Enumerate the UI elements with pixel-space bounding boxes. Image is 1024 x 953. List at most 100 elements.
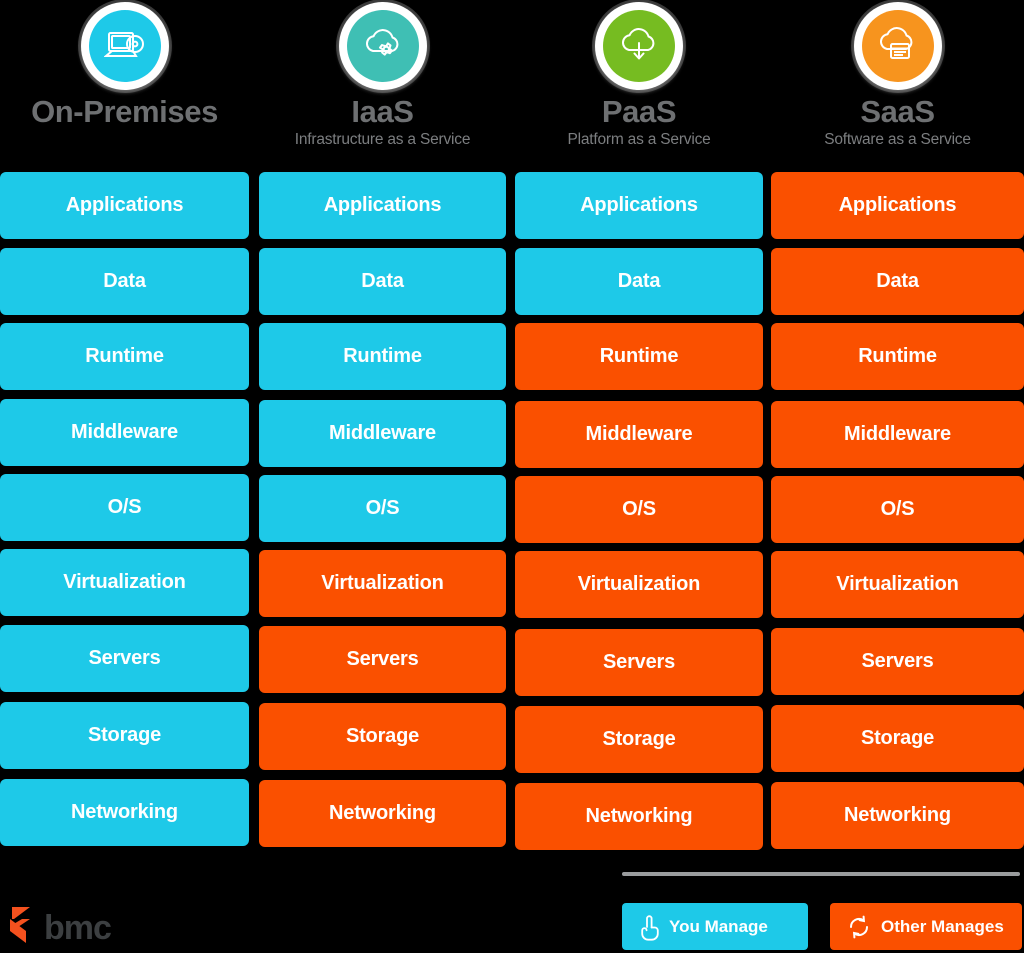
cell-label: O/S xyxy=(880,498,915,520)
cell-on-premises-data: Data xyxy=(0,248,249,315)
cell-label: Networking xyxy=(844,804,951,826)
cloud-gear-icon xyxy=(346,10,419,82)
cell-label: Runtime xyxy=(85,345,164,367)
cell-iaas-virtualization: Virtualization xyxy=(259,550,506,617)
cell-label: Storage xyxy=(602,728,676,750)
hand-pointer-icon xyxy=(638,913,660,941)
bmc-logo: bmc xyxy=(8,905,112,950)
cloud-download-icon xyxy=(603,10,675,82)
cell-on-premises-o-s: O/S xyxy=(0,474,249,541)
bmc-logo-icon xyxy=(8,905,38,950)
cell-label: Servers xyxy=(861,650,934,672)
cell-iaas-storage: Storage xyxy=(259,703,506,770)
cell-on-premises-servers: Servers xyxy=(0,625,249,692)
cell-paas-o-s: O/S xyxy=(515,476,763,543)
column-headers: On-Premises IaaS Infrastructure as a Ser… xyxy=(0,0,1024,170)
cell-iaas-runtime: Runtime xyxy=(259,323,506,390)
cell-on-premises-storage: Storage xyxy=(0,702,249,769)
cell-label: Storage xyxy=(87,724,162,746)
column-header-saas: SaaS Software as a Service xyxy=(771,0,1024,170)
cell-label: O/S xyxy=(107,496,142,518)
cell-label: Data xyxy=(617,270,661,292)
cell-saas-storage: Storage xyxy=(771,705,1024,772)
cell-iaas-data: Data xyxy=(259,248,506,315)
cell-iaas-applications: Applications xyxy=(259,172,506,239)
icon-badge-paas xyxy=(595,2,683,90)
cell-label: Virtualization xyxy=(836,573,959,595)
cell-label: Storage xyxy=(345,725,420,747)
cell-iaas-middleware: Middleware xyxy=(259,400,506,467)
cell-on-premises-networking: Networking xyxy=(0,779,249,846)
cell-label: O/S xyxy=(622,498,656,520)
cell-on-premises-applications: Applications xyxy=(0,172,249,239)
cell-label: Applications xyxy=(323,194,442,216)
cell-label: Networking xyxy=(329,802,436,824)
cell-on-premises-runtime: Runtime xyxy=(0,323,249,390)
cloud-window-icon xyxy=(861,10,934,82)
laptop-disc-icon xyxy=(88,10,161,82)
cell-on-premises-virtualization: Virtualization xyxy=(0,549,249,616)
cell-saas-applications: Applications xyxy=(771,172,1024,239)
legend-other-manages-label: Other Manages xyxy=(881,916,1004,936)
cell-paas-data: Data xyxy=(515,248,763,315)
cell-label: Middleware xyxy=(71,421,178,443)
cell-paas-servers: Servers xyxy=(515,629,763,696)
cell-label: Servers xyxy=(88,647,161,669)
icon-badge-iaas xyxy=(338,2,427,90)
cell-iaas-o-s: O/S xyxy=(259,475,506,542)
cell-label: Applications xyxy=(838,194,957,216)
column-header-iaas: IaaS Infrastructure as a Service xyxy=(259,0,506,170)
cell-paas-networking: Networking xyxy=(515,783,763,850)
cell-label: Middleware xyxy=(329,422,436,444)
cell-saas-servers: Servers xyxy=(771,628,1024,695)
cell-paas-applications: Applications xyxy=(515,172,763,239)
column-subtitle: Platform as a Service xyxy=(567,130,711,148)
cell-paas-storage: Storage xyxy=(515,706,763,773)
cell-paas-runtime: Runtime xyxy=(515,323,763,390)
legend-you-manage-label: You Manage xyxy=(669,916,768,936)
column-subtitle: Infrastructure as a Service xyxy=(294,130,471,148)
cell-label: Networking xyxy=(585,805,693,827)
cell-label: Middleware xyxy=(585,423,693,445)
cell-on-premises-middleware: Middleware xyxy=(0,399,249,466)
icon-badge-saas xyxy=(853,2,942,90)
cell-label: Virtualization xyxy=(321,572,444,594)
cell-iaas-networking: Networking xyxy=(259,780,506,847)
cell-label: O/S xyxy=(365,497,400,519)
icon-badge-on-premises xyxy=(80,2,169,90)
cell-label: Runtime xyxy=(858,345,937,367)
cell-label: Virtualization xyxy=(63,571,186,593)
cell-label: Data xyxy=(103,270,146,292)
cell-label: Data xyxy=(361,270,404,292)
column-title: SaaS xyxy=(860,94,935,129)
cell-saas-runtime: Runtime xyxy=(771,323,1024,390)
cell-paas-virtualization: Virtualization xyxy=(515,551,763,618)
cell-saas-data: Data xyxy=(771,248,1024,315)
cell-saas-virtualization: Virtualization xyxy=(771,551,1024,618)
cell-saas-networking: Networking xyxy=(771,782,1024,849)
cell-label: Servers xyxy=(603,651,675,673)
column-header-on-premises: On-Premises xyxy=(0,0,249,170)
cell-label: Runtime xyxy=(343,345,422,367)
cell-iaas-servers: Servers xyxy=(259,626,506,693)
bmc-wordmark: bmc xyxy=(44,908,112,947)
column-header-paas: PaaS Platform as a Service xyxy=(515,0,763,170)
legend-other-manages[interactable]: Other Manages xyxy=(830,903,1022,950)
cell-saas-o-s: O/S xyxy=(771,476,1024,543)
refresh-cycle-icon xyxy=(846,914,872,940)
legend-divider xyxy=(622,872,1020,876)
column-subtitle: Software as a Service xyxy=(824,130,971,148)
column-title: PaaS xyxy=(601,94,677,129)
cell-label: Servers xyxy=(346,648,419,670)
cell-label: Storage xyxy=(860,727,935,749)
cell-label: Applications xyxy=(580,194,698,216)
cell-saas-middleware: Middleware xyxy=(771,401,1024,468)
cell-label: Runtime xyxy=(599,345,679,367)
cell-label: Virtualization xyxy=(577,573,701,595)
column-title: IaaS xyxy=(351,94,414,129)
legend-you-manage[interactable]: You Manage xyxy=(622,903,808,950)
cell-label: Applications xyxy=(65,194,184,216)
cell-paas-middleware: Middleware xyxy=(515,401,763,468)
cell-label: Data xyxy=(876,270,919,292)
